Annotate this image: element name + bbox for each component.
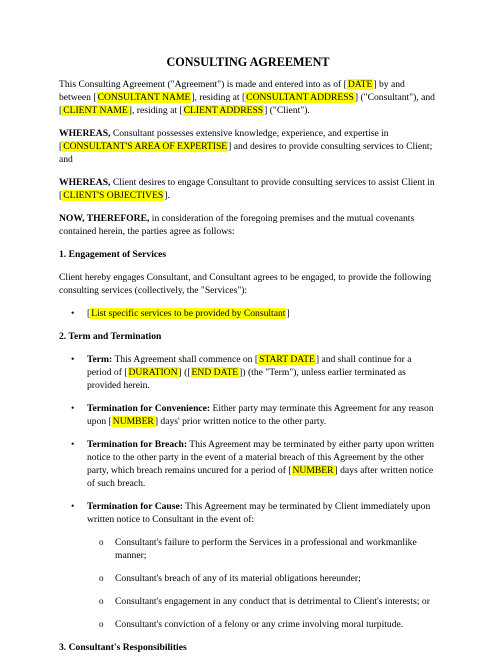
- convenience-text: ] days' prior written notice to the othe…: [154, 416, 327, 427]
- term-termination-list: Term: This Agreement shall commence on […: [59, 353, 437, 631]
- start-date-placeholder: START DATE: [258, 354, 316, 365]
- whereas-expertise-paragraph: WHEREAS, Consultant possesses extensive …: [59, 127, 437, 166]
- whereas-objectives-paragraph: WHEREAS, Client desires to engage Consul…: [59, 176, 437, 202]
- date-placeholder: DATE: [346, 79, 374, 90]
- services-placeholder: List specific services to be provided by…: [90, 308, 287, 319]
- term-label: Term:: [87, 354, 113, 365]
- list-item-cause: Termination for Cause: This Agreement ma…: [59, 500, 437, 631]
- now-therefore-text: in consideration of the foregoing premis…: [59, 213, 415, 237]
- intro-text: ] ("Consultant"), and [: [59, 92, 435, 116]
- section-2-heading: 2. Term and Termination: [59, 331, 162, 342]
- intro-paragraph: This Consulting Agreement ("Agreement") …: [59, 78, 437, 117]
- section-3-heading: 3. Consultant's Responsibilities: [59, 642, 187, 653]
- number-placeholder: NUMBER: [291, 465, 335, 476]
- list-item: [List specific services to be provided b…: [59, 307, 437, 320]
- bracket: ]: [286, 308, 290, 319]
- list-item: Consultant's engagement in any conduct t…: [87, 595, 437, 608]
- section-1-text: Client hereby engages Consultant, and Co…: [59, 272, 432, 296]
- duration-placeholder: DURATION: [127, 367, 179, 378]
- cause-sublist: Consultant's failure to perform the Serv…: [87, 536, 437, 631]
- convenience-text: Either party may terminate this Agreemen…: [87, 403, 434, 427]
- section-1-heading: 1. Engagement of Services: [59, 249, 167, 260]
- whereas-text: Consultant possesses extensive knowledge…: [59, 128, 389, 152]
- term-text: ]) (the "Term"), unless earlier terminat…: [87, 367, 406, 391]
- now-therefore-label: NOW, THEREFORE,: [59, 213, 150, 224]
- intro-text: This Consulting Agreement ("Agreement") …: [59, 79, 347, 90]
- client-name-placeholder: CLIENT NAME: [62, 105, 129, 116]
- whereas-text: ].: [164, 190, 170, 201]
- document-page: CONSULTING AGREEMENT This Consulting Agr…: [0, 0, 490, 634]
- breach-label: Termination for Breach:: [87, 439, 188, 450]
- list-item-term: Term: This Agreement shall commence on […: [59, 353, 437, 392]
- end-date-placeholder: END DATE: [190, 367, 240, 378]
- list-item: Consultant's failure to perform the Serv…: [87, 536, 437, 562]
- document-title: CONSULTING AGREEMENT: [166, 55, 330, 69]
- services-list: [List specific services to be provided b…: [59, 307, 437, 320]
- expertise-placeholder: CONSULTANT'S AREA OF EXPERTISE: [62, 141, 229, 152]
- breach-text: ] days after written notice of such brea…: [87, 465, 434, 489]
- bracket: [: [87, 308, 91, 319]
- whereas-label: WHEREAS,: [59, 128, 111, 139]
- breach-text: This Agreement may be terminated by eith…: [87, 439, 435, 476]
- consultant-name-placeholder: CONSULTANT NAME: [96, 92, 192, 103]
- number-placeholder: NUMBER: [111, 416, 155, 427]
- intro-text: ], residing at [: [191, 92, 246, 103]
- term-text: ] and shall continue for a period of [: [87, 354, 412, 378]
- consultant-address-placeholder: CONSULTANT ADDRESS: [245, 92, 355, 103]
- whereas-text: Client desires to engage Consultant to p…: [59, 177, 435, 201]
- document-body: CONSULTING AGREEMENT This Consulting Agr…: [59, 55, 437, 664]
- intro-text: ], residing at [: [128, 105, 183, 116]
- term-text: ] ([: [178, 367, 191, 378]
- whereas-label: WHEREAS,: [59, 177, 111, 188]
- cause-text: This Agreement may be terminated by Clie…: [87, 501, 431, 525]
- client-address-placeholder: CLIENT ADDRESS: [182, 105, 265, 116]
- whereas-text: ] and desires to provide consulting serv…: [59, 141, 433, 165]
- list-item-breach: Termination for Breach: This Agreement m…: [59, 438, 437, 490]
- intro-text: ] by and between [: [59, 79, 405, 103]
- cause-label: Termination for Cause:: [87, 501, 183, 512]
- intro-text: ] ("Client").: [264, 105, 310, 116]
- objectives-placeholder: CLIENT'S OBJECTIVES: [62, 190, 165, 201]
- term-text: This Agreement shall commence on [: [112, 354, 259, 365]
- list-item: Consultant's breach of any of its materi…: [87, 572, 437, 585]
- list-item: Consultant's conviction of a felony or a…: [87, 618, 437, 631]
- now-therefore-paragraph: NOW, THEREFORE, in consideration of the …: [59, 212, 437, 238]
- convenience-label: Termination for Convenience:: [87, 403, 211, 414]
- list-item-convenience: Termination for Convenience: Either part…: [59, 402, 437, 428]
